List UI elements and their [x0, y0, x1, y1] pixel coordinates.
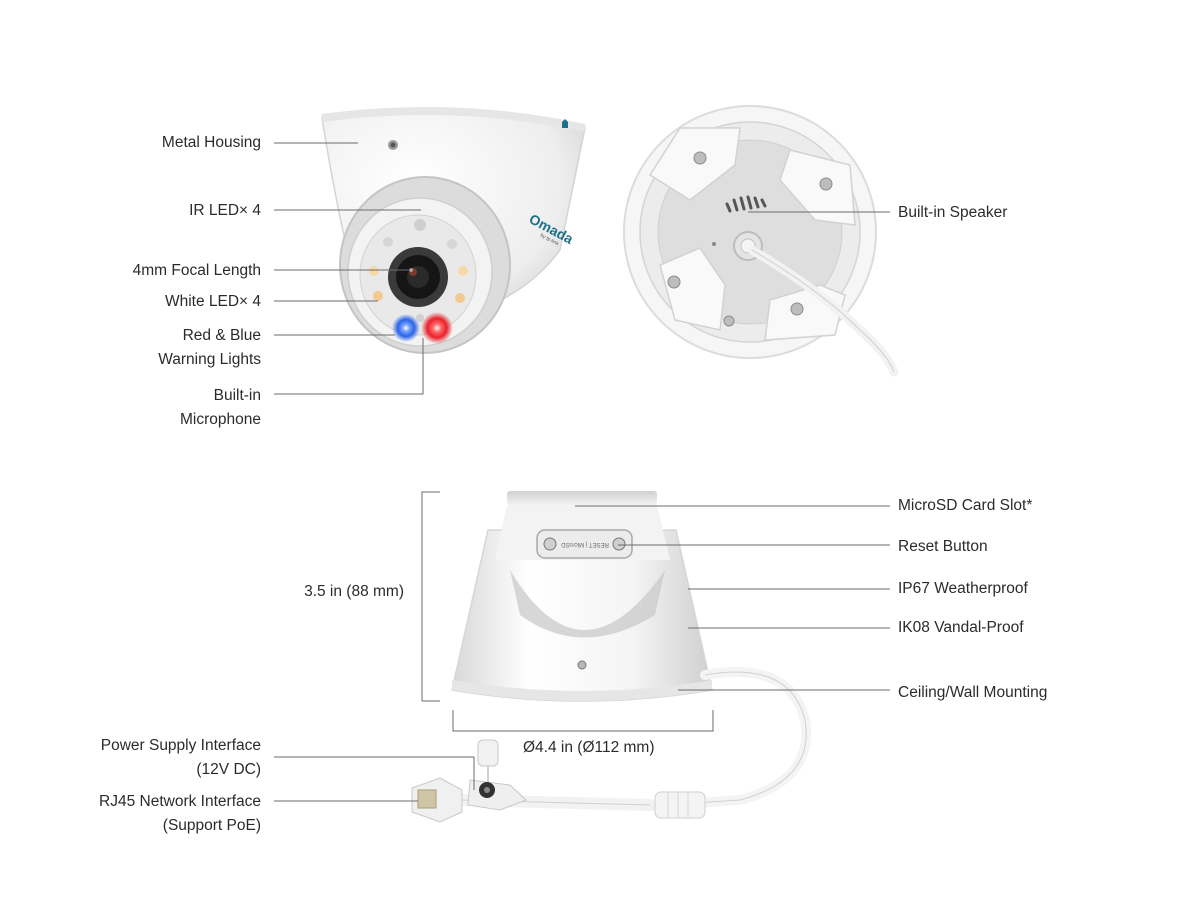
label-height-dimension: 3.5 in (88 mm) — [304, 583, 404, 600]
label-microphone-line2: Microphone — [180, 411, 261, 428]
label-microphone-line1: Built-in — [213, 387, 261, 404]
label-warning-lights-line2: Warning Lights — [158, 351, 261, 368]
slot-engraving: RESET | MicroSD — [560, 541, 608, 547]
leader-lines — [274, 142, 890, 802]
label-microsd: MicroSD Card Slot* — [898, 497, 1033, 514]
label-focal-length: 4mm Focal Length — [132, 262, 261, 279]
label-rj45-line2: (Support PoE) — [162, 817, 261, 834]
label-reset: Reset Button — [898, 538, 988, 555]
label-mounting: Ceiling/Wall Mounting — [898, 684, 1048, 701]
label-ir-led: IR LED× 4 — [189, 202, 261, 219]
label-white-led: White LED× 4 — [164, 293, 261, 310]
label-speaker: Built-in Speaker — [898, 204, 1008, 221]
label-vandal-proof: IK08 Vandal-Proof — [898, 619, 1024, 636]
cable-connectors — [411, 739, 706, 823]
label-metal-housing: Metal Housing — [161, 134, 261, 151]
label-weatherproof: IP67 Weatherproof — [898, 580, 1028, 597]
back-camera — [623, 105, 899, 377]
side-camera: RESET | MicroSD — [451, 491, 812, 811]
label-warning-lights-line1: Red & Blue — [182, 327, 261, 344]
label-rj45-line1: RJ45 Network Interface — [99, 793, 261, 810]
label-power-line1: Power Supply Interface — [100, 737, 261, 754]
front-camera: Omada by tp-link — [321, 106, 586, 354]
label-power-line2: (12V DC) — [196, 761, 261, 778]
label-diameter-dimension: Ø4.4 in (Ø112 mm) — [523, 739, 655, 756]
